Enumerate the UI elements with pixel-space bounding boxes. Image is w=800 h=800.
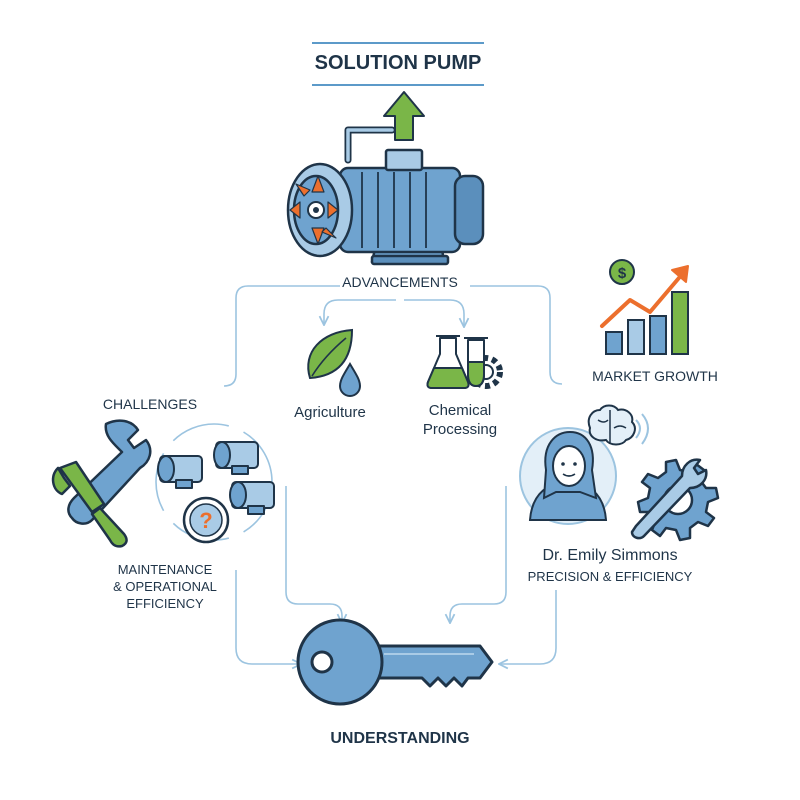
title-box: SOLUTION PUMP [312, 42, 484, 86]
label-maintenance-1: MAINTENANCE [117, 562, 213, 577]
label-person-subtitle: PRECISION & EFFICIENCY [527, 569, 693, 584]
connector-top-left [223, 285, 340, 387]
motor-icon [157, 441, 275, 515]
connector-left-down [235, 570, 300, 664]
leaf-icon [307, 328, 354, 380]
connector-top-right [470, 285, 563, 385]
connector-to-agriculture [324, 299, 396, 324]
bar-chart-icon [605, 291, 689, 355]
label-processing: Processing [422, 421, 498, 438]
label-challenges: CHALLENGES [102, 396, 198, 412]
pressure-gauge-icon [182, 496, 230, 544]
connector-mid-right-down [450, 486, 507, 622]
connector-right-down [500, 590, 557, 664]
screwdriver-icon [51, 460, 128, 548]
gear-wrench-icon [630, 458, 720, 542]
key-icon [296, 618, 494, 706]
water-drop-icon [338, 362, 362, 397]
pump-icon [286, 126, 485, 266]
up-arrow-icon [383, 91, 425, 141]
label-advancements: ADVANCEMENTS [342, 274, 458, 290]
question-mark: ? [199, 508, 212, 533]
label-maintenance-2: & OPERATIONAL [113, 579, 217, 594]
connectors [223, 285, 563, 664]
flask-icon [426, 335, 503, 389]
connector-mid-left-down [285, 486, 342, 622]
brain-icon [587, 404, 636, 446]
label-understanding: UNDERSTANDING [330, 730, 470, 747]
label-maintenance-3: EFFICIENCY [126, 596, 204, 611]
label-chemical: Chemical [428, 402, 492, 419]
connector-to-chemical [404, 299, 464, 326]
label-person-name: Dr. Emily Simmons [542, 547, 678, 564]
label-agriculture: Agriculture [294, 404, 366, 421]
dollar-icon [609, 259, 635, 285]
person-avatar-icon [519, 427, 617, 525]
dollar-sign: $ [618, 265, 627, 282]
label-market-growth: MARKET GROWTH [592, 368, 718, 384]
growth-arrow-icon [600, 270, 686, 328]
page-title: SOLUTION PUMP [314, 52, 482, 74]
